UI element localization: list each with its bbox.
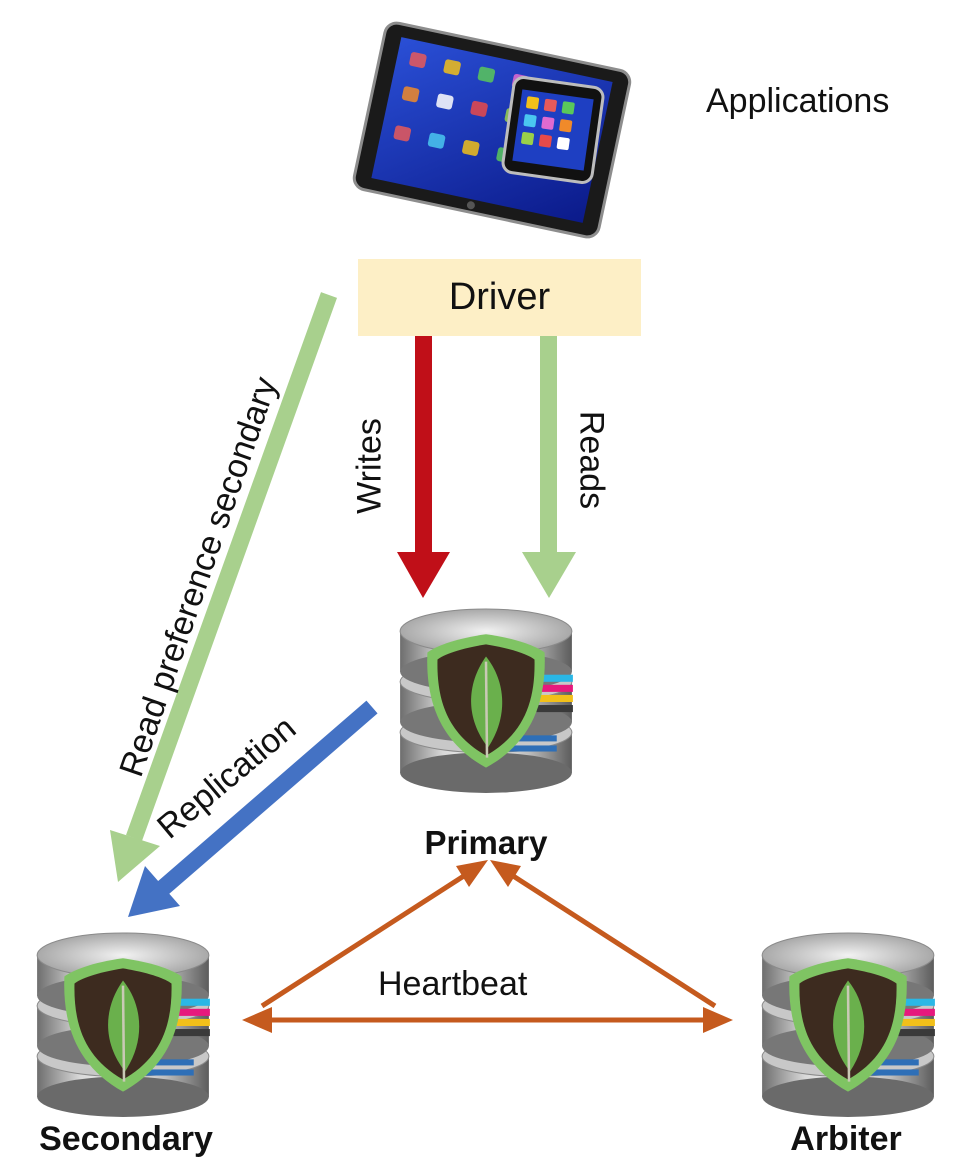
applications-label: Applications: [706, 82, 890, 120]
driver-box: [358, 259, 641, 336]
writes-arrow: [397, 336, 450, 598]
read-preference-arrow: [110, 292, 337, 882]
heartbeat-label: Heartbeat: [378, 965, 528, 1003]
secondary-label: Secondary: [39, 1120, 213, 1158]
arbiter-database-icon: [760, 931, 937, 1119]
secondary-database-icon: [35, 931, 212, 1119]
primary-database-icon: [398, 607, 575, 795]
primary-label: Primary: [424, 824, 548, 861]
reads-label: Reads: [572, 410, 611, 510]
arbiter-label: Arbiter: [790, 1120, 902, 1158]
heartbeat-arrows: [242, 860, 733, 1033]
replication-arrow: [128, 700, 378, 917]
reads-arrow: [522, 336, 576, 598]
tablet-and-phone-icon: [352, 21, 632, 239]
writes-label: Writes: [350, 418, 389, 514]
driver-label: Driver: [448, 276, 551, 318]
